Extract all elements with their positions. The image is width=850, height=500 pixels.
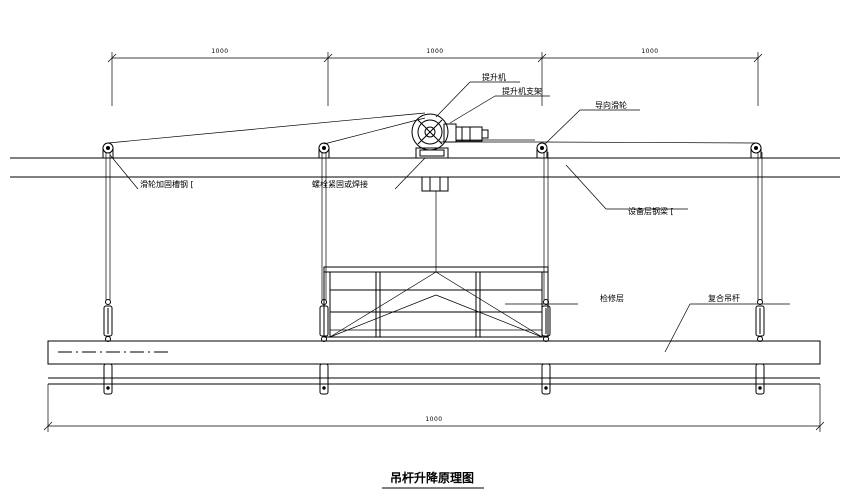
guide-pulley <box>536 142 548 158</box>
pulley-4 <box>750 142 762 158</box>
top-dimension-chain: 1000 1000 1000 <box>107 48 763 106</box>
hoist-machine <box>411 113 489 151</box>
label-guide-pulley: 导向滑轮 <box>595 100 627 110</box>
turnbuckle-3 <box>541 299 551 342</box>
repair-platform <box>323 266 549 338</box>
turnbuckle-1 <box>103 299 113 342</box>
equipment-layer-beam <box>10 157 840 178</box>
title-text: 吊杆升降原理图 <box>390 470 474 485</box>
label-hoist: 提升机 <box>482 72 506 82</box>
label-hoist-support: 提升机支架 <box>502 86 542 96</box>
leader-lines <box>109 81 790 353</box>
dimension-span-3: 1000 <box>641 48 658 55</box>
hoist-support <box>415 147 449 192</box>
label-pipe-rack: 检修层 <box>600 293 624 303</box>
dimension-span-1: 1000 <box>211 48 228 55</box>
lower-beam <box>48 363 820 395</box>
label-bolt-fixed: 螺栓紧固或焊接 <box>312 179 368 189</box>
pulley-1 <box>102 142 114 158</box>
overall-dimension: 1000 <box>43 384 825 432</box>
drawing-title: 吊杆升降原理图 <box>382 470 484 489</box>
pulley-2 <box>318 142 330 158</box>
label-equipment-channel: 设备层钢梁 [ <box>628 206 674 216</box>
composite-boom <box>47 340 821 365</box>
dimension-span-2: 1000 <box>426 48 443 55</box>
turnbuckle-4 <box>755 299 765 342</box>
label-composite-boom: 复合吊杆 <box>708 293 740 303</box>
dimension-overall: 1000 <box>425 416 442 423</box>
label-pulley-channel: 滑轮加固槽钢 [ <box>140 179 194 189</box>
